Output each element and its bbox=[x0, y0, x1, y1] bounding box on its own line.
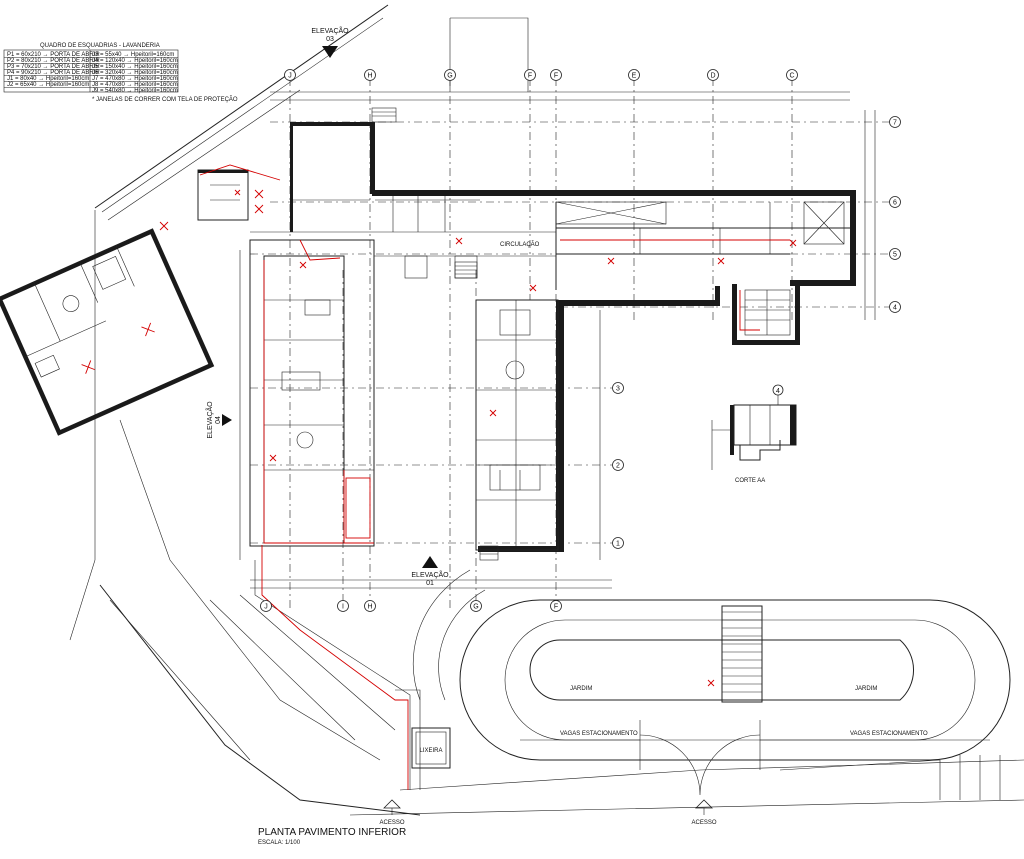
detail-marker: 4 bbox=[776, 388, 780, 395]
schedule-row-right: J5 = 150x40 → Hpeitoril=160cm bbox=[92, 64, 178, 70]
axis-top-0-label: J bbox=[288, 72, 292, 79]
stair-main bbox=[454, 261, 478, 279]
axis-top-4: F bbox=[550, 69, 562, 81]
stair-top bbox=[371, 107, 397, 123]
axis-mid-2: 1 bbox=[612, 537, 624, 549]
elevation-marker-03: ELEVAÇÃO 03 bbox=[311, 26, 349, 58]
site-boundaries bbox=[69, 4, 1024, 816]
main-building bbox=[249, 107, 856, 561]
axis-mid-0: 3 bbox=[612, 382, 624, 394]
schedule-row-left: P1 = 60x210 → PORTA DE ABRIR bbox=[7, 52, 100, 58]
access-label-right: ACESSO bbox=[691, 820, 716, 826]
garden-label-left: JARDIM bbox=[570, 686, 592, 692]
grid-lines bbox=[239, 17, 892, 610]
drawing-scale: ESCALA: 1/100 bbox=[258, 840, 301, 846]
axis-top-3-label: F bbox=[528, 72, 532, 79]
schedule-note: * JANELAS DE CORRER COM TELA DE PROTEÇÃO bbox=[92, 96, 238, 103]
parking-label-left: VAGAS ESTACIONAMENTO bbox=[560, 731, 638, 737]
stair-east bbox=[744, 289, 791, 336]
schedule-row-right: J8 = 470x80 → Hpeitoril=160cm bbox=[92, 82, 178, 88]
access-label-left: ACESSO bbox=[379, 820, 404, 826]
axis-top-0: J bbox=[284, 69, 296, 81]
fire-safety-annotations bbox=[159, 164, 797, 790]
elevation-04-word: ELEVAÇÃO bbox=[205, 401, 214, 439]
parking-label-right: VAGAS ESTACIONAMENTO bbox=[850, 731, 928, 737]
axis-bottom-2: H bbox=[364, 600, 376, 612]
corridor-label: CIRCULAÇÃO bbox=[500, 241, 540, 248]
axis-top-1: H bbox=[364, 69, 376, 81]
elevation-04-num: 04 bbox=[215, 416, 222, 424]
axis-top-7-label: C bbox=[789, 72, 794, 79]
stair-bottom bbox=[479, 545, 499, 561]
axis-top-2: G bbox=[444, 69, 456, 81]
axis-top-3: F bbox=[524, 69, 536, 81]
axis-bottom-2-label: H bbox=[367, 603, 372, 610]
schedule-row-left: P4 = 90x210 → PORTA DE ABRIR bbox=[7, 70, 100, 76]
axis-bottom-1-label: I bbox=[342, 603, 344, 610]
elevation-01-num: 01 bbox=[426, 580, 434, 587]
elevation-03-word: ELEVAÇÃO bbox=[311, 26, 349, 35]
garden-label-right: JARDIM bbox=[855, 686, 877, 692]
axis-right-2: 5 bbox=[889, 248, 901, 260]
schedule-row-right: J4 = 120x40 → Hpeitoril=160cm bbox=[92, 58, 178, 64]
axis-mid-1-label: 2 bbox=[616, 462, 620, 469]
axis-right-1: 6 bbox=[889, 196, 901, 208]
schedule-row-left: P3 = 70x210 → PORTA DE ABRIR bbox=[7, 64, 100, 70]
axis-bottom-3: G bbox=[470, 600, 482, 612]
schedule-row-left: J1 = 80x40 → Hpeitoril=160cm bbox=[7, 76, 89, 82]
drawing-title: PLANTA PAVIMENTO INFERIOR bbox=[258, 827, 406, 838]
access-arrow-right: ACESSO bbox=[691, 799, 717, 826]
axis-mid-1: 2 bbox=[612, 459, 624, 471]
schedule-title: QUADRO DE ESQUADRIAS - LAVANDERIA bbox=[40, 43, 160, 49]
schedule-row-left: P2 = 80x210 → PORTA DE ABRIR bbox=[7, 58, 100, 64]
axis-right-1-label: 6 bbox=[893, 199, 897, 206]
axis-bottom-0-label: J bbox=[264, 603, 268, 610]
axis-right-0: 7 bbox=[889, 116, 901, 128]
schedule-row-right: J9 = 540x80 → Hpeitoril=160cm bbox=[92, 88, 178, 94]
schedule-row-right: J6 = 320x40 → Hpeitoril=160cm bbox=[92, 70, 178, 76]
ramp bbox=[721, 605, 763, 703]
axis-top-1-label: H bbox=[367, 72, 372, 79]
axis-top-5: E bbox=[628, 69, 640, 81]
axis-top-4-label: F bbox=[554, 72, 558, 79]
axis-right-2-label: 5 bbox=[893, 251, 897, 258]
axis-bottom-4-label: F bbox=[554, 603, 558, 610]
axis-bottom-0: J bbox=[260, 600, 272, 612]
axis-top-6-label: D bbox=[710, 72, 715, 79]
schedule-row-right: J3 = 55x40 → Hpeitoril=160cm bbox=[92, 52, 174, 58]
axis-mid-2-label: 1 bbox=[616, 540, 620, 547]
elevation-marker-01: ELEVAÇÃO 01 bbox=[411, 556, 449, 587]
axis-bottom-1: I bbox=[337, 600, 349, 612]
axis-right-0-label: 7 bbox=[893, 119, 897, 126]
axis-bottom-4: F bbox=[550, 600, 562, 612]
axis-top-7: C bbox=[786, 69, 798, 81]
axis-right-3-label: 4 bbox=[893, 304, 897, 311]
axis-markers-right: 7 6 5 4 bbox=[889, 116, 901, 313]
axis-top-5-label: E bbox=[632, 72, 637, 79]
axis-top-2-label: G bbox=[447, 72, 452, 79]
schedule-row-right: J7 = 470x80 → Hpeitoril=160cm bbox=[92, 76, 178, 82]
axis-top-6: D bbox=[707, 69, 719, 81]
axis-right-3: 4 bbox=[889, 301, 901, 313]
elevation-01-word: ELEVAÇÃO bbox=[411, 570, 449, 579]
elevation-marker-04: ELEVAÇÃO 04 bbox=[205, 401, 222, 439]
service-block bbox=[197, 169, 249, 221]
axis-bottom-3-label: G bbox=[473, 603, 478, 610]
door-window-schedule: QUADRO DE ESQUADRIAS - LAVANDERIA P1 = 6… bbox=[3, 43, 238, 103]
stair-detail: 4 CORTE AA bbox=[711, 384, 797, 484]
access-arrow-left: ACESSO bbox=[379, 799, 405, 826]
axis-mid-0-label: 3 bbox=[616, 385, 620, 392]
section-label: CORTE AA bbox=[735, 478, 765, 484]
parking-area: LIXEIRA bbox=[411, 569, 1011, 800]
schedule-row-left: J2 = 65x40 → Hpeitoril=160cm bbox=[7, 82, 89, 88]
garbage-label: LIXEIRA bbox=[419, 748, 442, 754]
laundry-block bbox=[0, 228, 215, 436]
drawing-title-block: PLANTA PAVIMENTO INFERIOR ESCALA: 1/100 bbox=[258, 827, 406, 846]
elevation-03-num: 03 bbox=[326, 36, 334, 43]
axis-markers-mid: 3 2 1 bbox=[612, 382, 624, 549]
